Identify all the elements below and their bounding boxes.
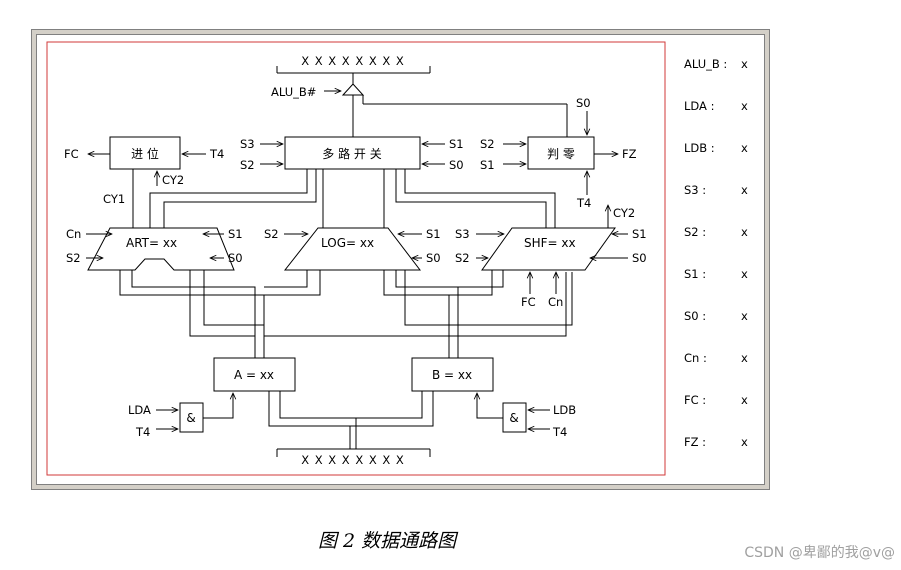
status-value-3: x bbox=[741, 183, 748, 197]
register-a-box bbox=[213, 357, 296, 392]
log-s0-label: S0 bbox=[426, 251, 441, 265]
status-name-6: S0 : bbox=[684, 309, 706, 323]
art-label: ART= xx bbox=[126, 236, 177, 250]
mux-s2-label: S2 bbox=[240, 158, 255, 172]
multiplexer-box bbox=[284, 136, 421, 170]
top-bus-bits: X X X X X X X X bbox=[301, 54, 405, 68]
status-name-5: S1 : bbox=[684, 267, 706, 281]
shf-s3-label: S3 bbox=[455, 227, 470, 241]
shf-s1-label: S1 bbox=[632, 227, 647, 241]
status-value-6: x bbox=[741, 309, 748, 323]
zero-detect-label: 判 零 bbox=[547, 147, 575, 161]
register-b-box bbox=[411, 357, 494, 392]
mux-s0-label: S0 bbox=[449, 158, 464, 172]
register-a-label: A = xx bbox=[234, 368, 274, 382]
diagram-border bbox=[46, 41, 666, 476]
carry-fc-label: FC bbox=[64, 147, 79, 161]
watermark: CSDN @卑鄙的我@v@ bbox=[744, 544, 895, 561]
shf-s0-label: S0 bbox=[632, 251, 647, 265]
status-value-8: x bbox=[741, 393, 748, 407]
zero-fz-label: FZ bbox=[622, 147, 637, 161]
and-a-t4-label: T4 bbox=[135, 425, 150, 439]
log-s2-label: S2 bbox=[264, 227, 279, 241]
log-alu-shape bbox=[283, 227, 422, 271]
top-bus: X X X X X X X X bbox=[276, 54, 431, 74]
zero-s1-label: S1 bbox=[480, 158, 495, 172]
log-s1-label: S1 bbox=[426, 227, 441, 241]
and-gate-a-symbol: & bbox=[186, 411, 195, 425]
bottom-bus-bits: X X X X X X X X bbox=[301, 453, 405, 467]
shf-cn-label: Cn bbox=[548, 295, 563, 309]
status-value-0: x bbox=[741, 57, 748, 71]
carry-box bbox=[109, 136, 181, 170]
carry-cy2-label: CY2 bbox=[162, 173, 184, 187]
shf-cy2-label: CY2 bbox=[613, 206, 635, 220]
status-value-2: x bbox=[741, 141, 748, 155]
status-value-9: x bbox=[741, 435, 748, 449]
zero-s0-label: S0 bbox=[576, 96, 591, 110]
figure-caption: 图 2 数据通路图 bbox=[318, 530, 459, 552]
status-name-4: S2 : bbox=[684, 225, 706, 239]
bottom-bus: X X X X X X X X bbox=[276, 448, 431, 467]
status-name-0: ALU_B : bbox=[684, 57, 727, 71]
mux-s1-label: S1 bbox=[449, 137, 464, 151]
carry-t4-label: T4 bbox=[209, 147, 224, 161]
carry-label: 进 位 bbox=[131, 146, 159, 161]
lda-label: LDA bbox=[128, 403, 151, 417]
art-s2-label: S2 bbox=[66, 251, 81, 265]
status-value-1: x bbox=[741, 99, 748, 113]
ldb-label: LDB bbox=[553, 403, 576, 417]
log-label: LOG= xx bbox=[321, 236, 374, 250]
art-alu-shape bbox=[87, 227, 235, 271]
zero-t4-label: T4 bbox=[576, 196, 591, 210]
status-name-7: Cn : bbox=[684, 351, 707, 365]
multiplexer-label: 多 路 开 关 bbox=[322, 146, 381, 161]
shf-label: SHF= xx bbox=[524, 236, 576, 250]
carry-cy1-label: CY1 bbox=[103, 192, 125, 206]
status-name-9: FZ : bbox=[684, 435, 706, 449]
register-b-label: B = xx bbox=[432, 368, 472, 382]
shf-fc-label: FC bbox=[521, 295, 536, 309]
status-name-1: LDA : bbox=[684, 99, 714, 113]
shf-shifter-shape bbox=[481, 227, 616, 271]
status-value-5: x bbox=[741, 267, 748, 281]
status-name-3: S3 : bbox=[684, 183, 706, 197]
zero-detect-box bbox=[527, 136, 595, 170]
status-name-2: LDB : bbox=[684, 141, 715, 155]
art-s0-label: S0 bbox=[228, 251, 243, 265]
alu-b-gate-triangle bbox=[341, 83, 365, 96]
and-b-t4-label: T4 bbox=[552, 425, 567, 439]
status-value-4: x bbox=[741, 225, 748, 239]
art-cn-label: Cn bbox=[66, 227, 81, 241]
status-value-7: x bbox=[741, 351, 748, 365]
art-s1-label: S1 bbox=[228, 227, 243, 241]
mux-s3-label: S3 bbox=[240, 137, 255, 151]
status-name-8: FC : bbox=[684, 393, 706, 407]
zero-s2-label: S2 bbox=[480, 137, 495, 151]
alu-b-label: ALU_B# bbox=[271, 85, 316, 99]
and-gate-b-symbol: & bbox=[509, 411, 518, 425]
shf-s2-label: S2 bbox=[455, 251, 470, 265]
